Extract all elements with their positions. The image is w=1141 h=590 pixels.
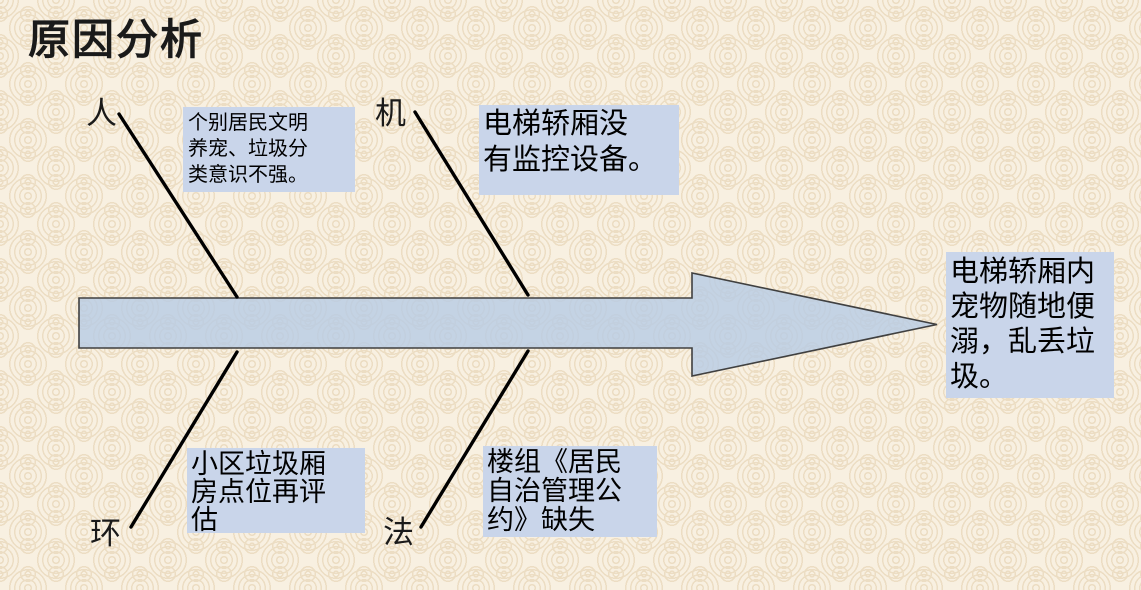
branch-line-method	[419, 349, 530, 529]
branch-line-environment	[129, 350, 239, 529]
cause-box-man: 个别居民文明 养宠、垃圾分 类意识不强。	[183, 107, 355, 192]
branch-line-machine	[413, 110, 530, 297]
cause-box-method: 楼组《居民 自治管理公 约》缺失	[483, 446, 657, 537]
branch-line-man	[117, 112, 239, 299]
page-title: 原因分析	[28, 18, 205, 64]
cause-box-machine: 电梯轿厢没 有监控设备。	[479, 105, 679, 195]
effect-box: 电梯轿厢内 宠物随地便 溺，乱丢垃 圾。	[946, 252, 1114, 398]
spine-arrow	[78, 272, 938, 377]
factor-label-man: 人	[86, 96, 117, 131]
factor-label-machine: 机	[375, 96, 406, 131]
factor-label-method: 法	[383, 515, 414, 550]
factor-label-environment: 环	[90, 516, 121, 551]
cause-box-environment: 小区垃圾厢 房点位再评 估	[187, 448, 365, 533]
